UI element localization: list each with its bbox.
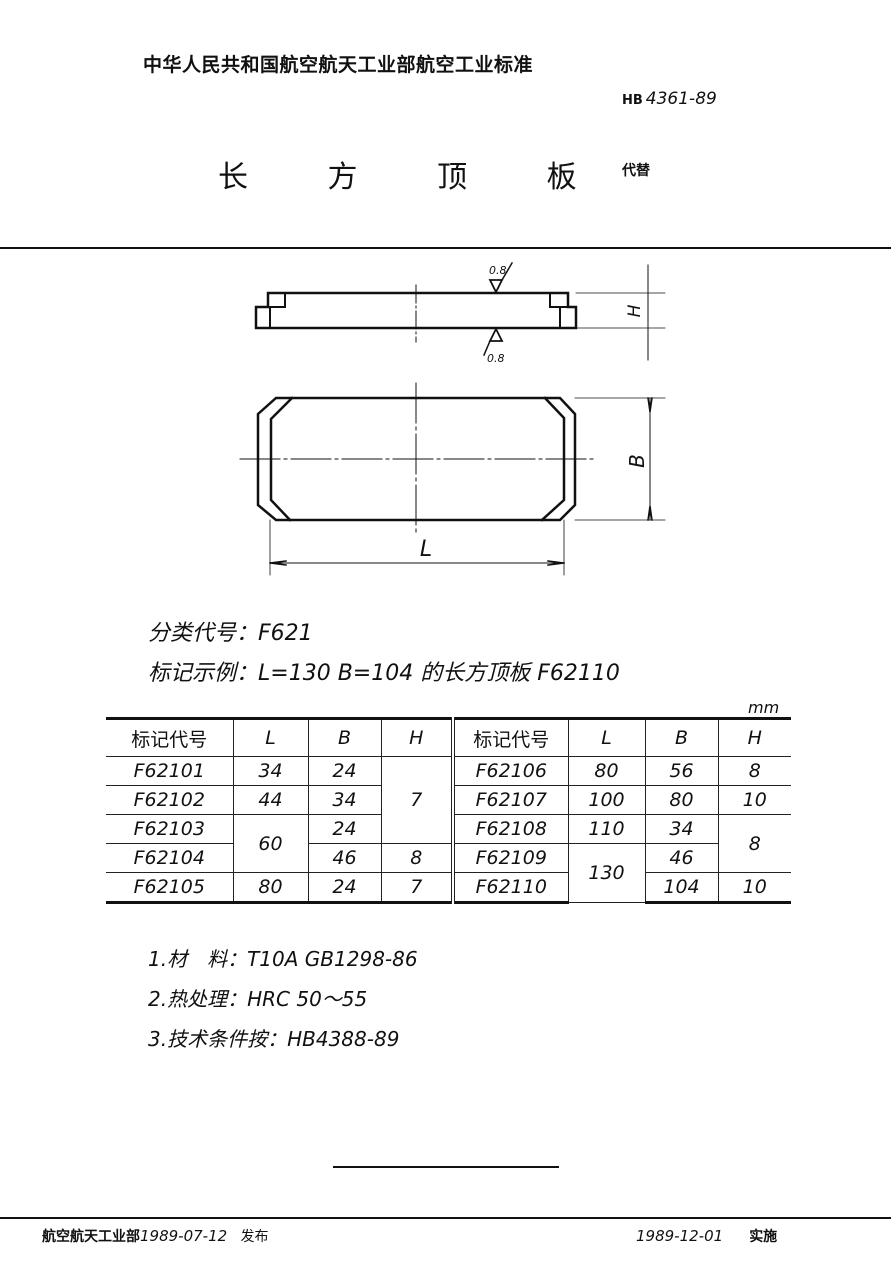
- cell-h: 10: [718, 785, 791, 815]
- classification-line: 分类代号：F621: [148, 615, 313, 647]
- table-row: F62103 60 24 F62108 110 34 8: [106, 814, 791, 873]
- cell-code: F62106: [453, 756, 569, 786]
- cell-b: 34: [645, 814, 719, 844]
- footer-issue: 航空航天工业部1989-07-12 发布: [42, 1226, 269, 1246]
- cell-l: 34: [233, 756, 309, 786]
- standard-code: 4361-89: [645, 89, 717, 109]
- cell-code: F62108: [453, 814, 569, 844]
- cell-b: 24: [308, 756, 382, 786]
- cell-b: 80: [645, 785, 719, 815]
- dim-l-label: L: [420, 537, 432, 562]
- unit-label: mm: [748, 698, 780, 717]
- table-row: F62102 44 34 F62107 100 80 10: [106, 785, 791, 815]
- cell-code: F62102: [106, 785, 234, 815]
- cell-l: 80: [568, 756, 646, 786]
- note-value: HRC 50～55: [247, 987, 368, 1011]
- footer-effective: 1989-12-01 实施: [636, 1226, 777, 1246]
- standard-prefix: HB: [622, 93, 643, 108]
- cell-l: 110: [568, 814, 646, 844]
- header-code-2: 标记代号: [453, 717, 569, 757]
- note-label: 热处理：: [167, 987, 248, 1011]
- cell-h: 8: [381, 843, 455, 873]
- cell-code: F62103: [106, 814, 234, 844]
- cell-b: 56: [645, 756, 719, 786]
- header-l-2: L: [568, 717, 646, 757]
- document-title: 长 方 顶 板: [218, 160, 612, 195]
- cell-h-merged: 8: [718, 814, 791, 873]
- cell-b: 34: [308, 785, 382, 815]
- header-b: B: [308, 717, 382, 757]
- footer-effective-date: 1989-12-01: [636, 1227, 724, 1245]
- marking-example-text: L=130 B=104 的长方顶板 F62110: [258, 661, 620, 686]
- note-item: 2.热处理：HRC 50～55: [148, 983, 367, 1012]
- classification-label: 分类代号：: [148, 621, 259, 646]
- note-label: 技术条件按：: [167, 1027, 288, 1051]
- cell-h: 8: [718, 756, 791, 786]
- cell-code: F62104: [106, 843, 234, 873]
- footer-divider: [0, 1217, 891, 1219]
- dim-b-label: B: [625, 454, 649, 468]
- cell-b: 24: [308, 872, 382, 904]
- dimension-table: 标记代号 L B H 标记代号 L B H F62101 34 24 7 F62…: [106, 717, 791, 904]
- cell-l: 80: [233, 872, 309, 904]
- classification-code: F621: [258, 621, 313, 646]
- table-header-row: 标记代号 L B H 标记代号 L B H: [106, 717, 791, 757]
- cell-code: F62109: [453, 843, 569, 873]
- cell-code: F62101: [106, 756, 234, 786]
- cell-b: 104: [645, 872, 719, 904]
- header-divider: [0, 247, 891, 249]
- cell-b: 46: [645, 843, 719, 873]
- roughness-top-label: 0.8: [489, 264, 507, 277]
- header-l: L: [233, 717, 309, 757]
- note-number: 2.: [148, 987, 168, 1011]
- replaces-label: 代替: [622, 163, 650, 179]
- cell-l-merged: 130: [568, 843, 646, 903]
- table-row: F62104 46 8 F62109 130 46: [106, 843, 791, 903]
- cell-l: 100: [568, 785, 646, 815]
- footer-effective-label: 实施: [749, 1229, 778, 1245]
- issuing-organization: 中华人民共和国航空航天工业部航空工业标准: [143, 54, 534, 76]
- cell-h-merged: 7: [381, 756, 455, 844]
- marking-example-label: 标记示例：: [148, 661, 259, 686]
- cell-l: 44: [233, 785, 309, 815]
- cell-l-merged: 60: [233, 814, 309, 873]
- note-number: 3.: [148, 1027, 168, 1051]
- header-b-2: B: [645, 717, 719, 757]
- table-row: F62101 34 24 7 F62106 80 56 8: [106, 756, 791, 844]
- cell-code: F62110: [453, 872, 569, 904]
- footer-issue-date: 1989-07-12: [140, 1227, 228, 1245]
- marking-example-line: 标记示例：L=130 B=104 的长方顶板 F62110: [148, 655, 620, 687]
- cell-b: 24: [308, 814, 382, 844]
- note-value: T10A GB1298-86: [247, 947, 418, 971]
- footer-issue-label: 发布: [240, 1229, 269, 1245]
- cell-code: F62107: [453, 785, 569, 815]
- note-number: 1.: [148, 947, 168, 971]
- note-item: 1.材 料：T10A GB1298-86: [148, 943, 418, 972]
- note-value: HB4388-89: [287, 1027, 400, 1051]
- table-row: F62105 80 24 7 F62110 104 10: [106, 872, 791, 904]
- footer-issuer: 航空航天工业部: [42, 1229, 140, 1245]
- dim-h-label: H: [625, 304, 645, 317]
- header-code: 标记代号: [106, 717, 234, 757]
- cell-code: F62105: [106, 872, 234, 904]
- end-mark-line: [333, 1166, 559, 1168]
- header-h-2: H: [718, 717, 791, 757]
- cell-b: 46: [308, 843, 382, 873]
- roughness-bottom-label: 0.8: [487, 352, 505, 365]
- header-h: H: [381, 717, 455, 757]
- note-label: 材 料：: [167, 947, 248, 971]
- cell-h: 7: [381, 872, 455, 904]
- note-item: 3.技术条件按：HB4388-89: [148, 1023, 399, 1052]
- cell-h: 10: [718, 872, 791, 904]
